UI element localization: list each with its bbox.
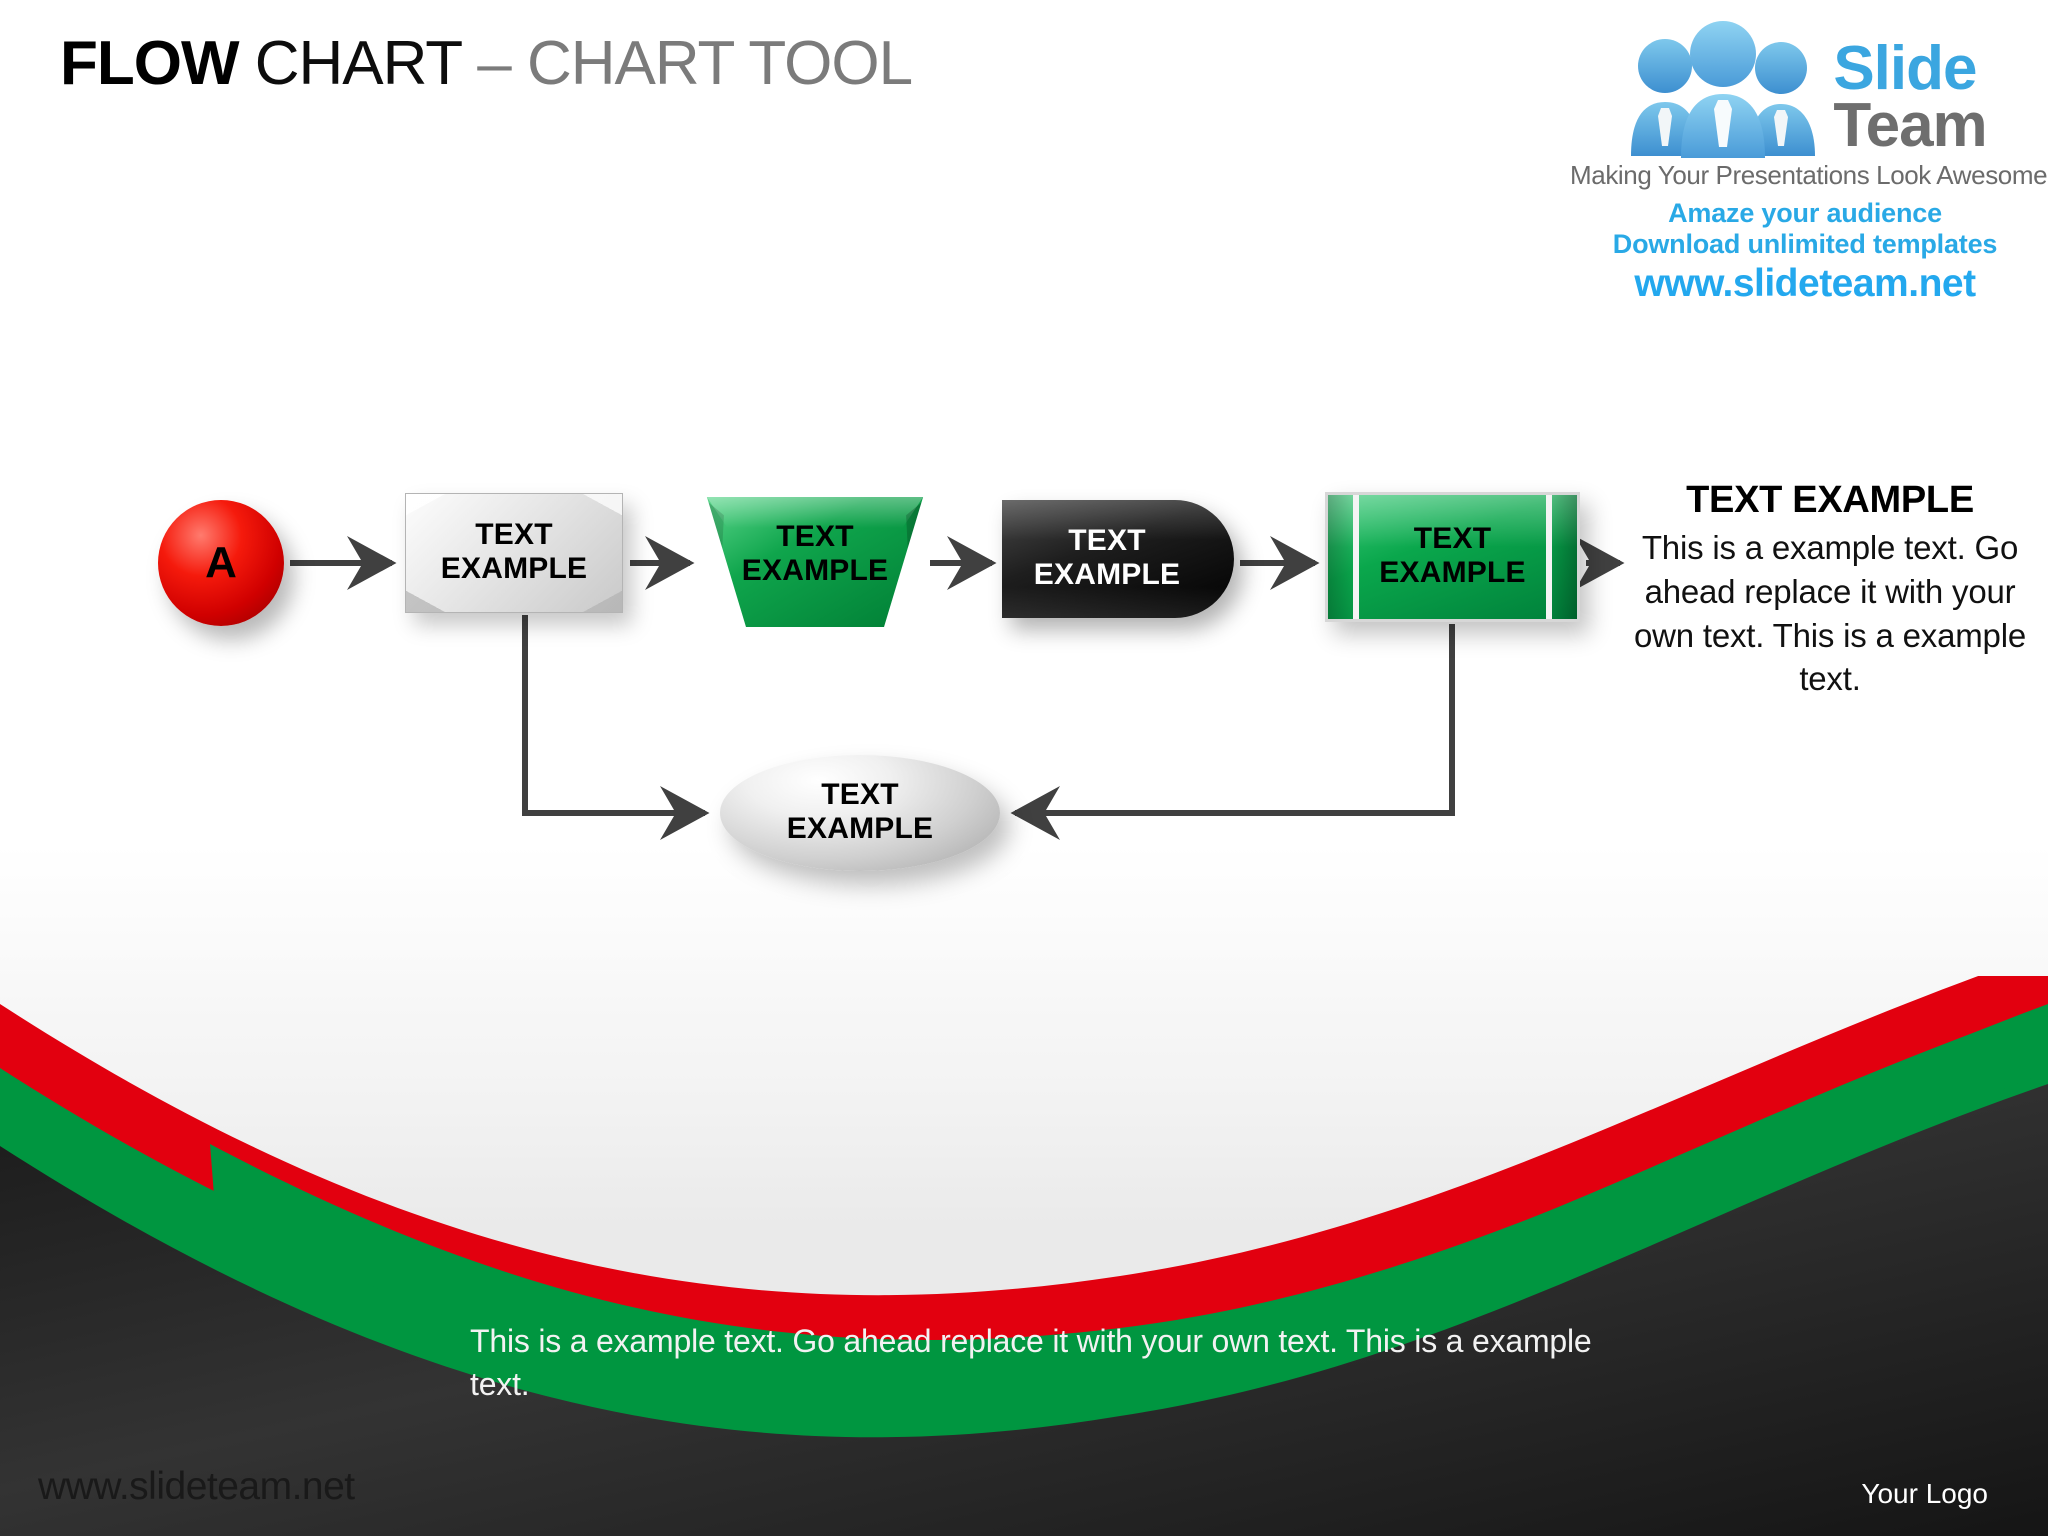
edge-step1-to-loop	[522, 615, 710, 840]
logo-brand-slide: Slide	[1833, 33, 1977, 103]
callout-heading: TEXT EXAMPLE	[1686, 479, 1974, 521]
callout-block: TEXT EXAMPLE This is a example text. Go …	[1630, 479, 2030, 701]
node-step4-predefined-process[interactable]	[1325, 492, 1580, 622]
wave-band-dark	[0, 1084, 2048, 1536]
title-part-bold: FLOW	[60, 29, 255, 98]
callout-body: This is a example text. Go ahead replace…	[1633, 528, 2026, 698]
logo-website-url: www.slideteam.net	[1634, 262, 1976, 305]
edge-step4-to-loop	[1010, 624, 1455, 840]
footer-watermark: www.slideteam.net	[38, 1465, 355, 1508]
decorative-wave	[0, 976, 2048, 1536]
title-part-regular: CHART	[254, 29, 478, 98]
wave-band-green-top	[210, 1004, 2048, 1408]
logo-promo-line-2: Download unlimited templates	[1612, 229, 1998, 259]
logo-brand-team: Team	[1833, 90, 1987, 160]
node-loop-ellipse[interactable]	[720, 755, 1000, 871]
logo-promo-line-1: Amaze your audience	[1668, 198, 1942, 228]
node-start-sphere[interactable]: A	[158, 500, 284, 626]
logo-tagline: Making Your Presentations Look Awesome	[1570, 160, 2048, 190]
node-step1-rectangle[interactable]	[405, 493, 623, 613]
title-part-gray: – CHART TOOL	[477, 29, 913, 98]
slideteam-logo: Slide Team Making Your Presentations Loo…	[1570, 8, 2048, 306]
three-people-icon	[1631, 21, 1816, 158]
flow-connectors	[290, 536, 1625, 840]
page-title: FLOW CHART – CHART TOOL	[60, 28, 913, 99]
node-step2-trapezoid[interactable]	[700, 497, 930, 627]
node-start-label: A	[205, 538, 237, 587]
node-step3-terminator[interactable]	[1002, 500, 1234, 618]
footer-body-text: This is a example text. Go ahead replace…	[470, 1323, 1592, 1403]
footer-logo-placeholder: Your Logo	[1861, 1478, 1988, 1509]
